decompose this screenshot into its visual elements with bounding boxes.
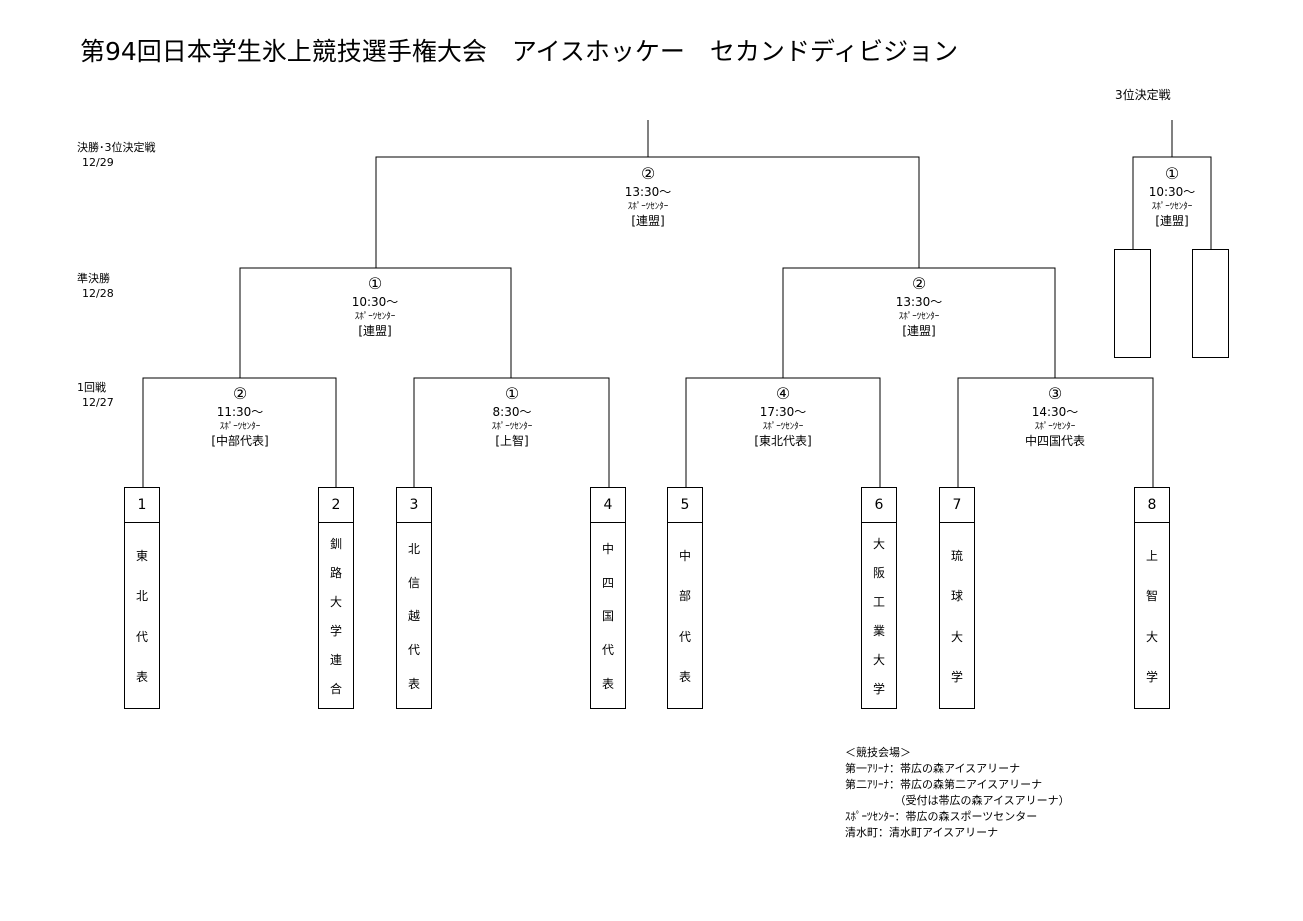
team-name: 大 阪 工 業 大 学 (872, 537, 885, 696)
venue-line: ｽﾎﾟｰﾂｾﾝﾀｰ：帯広の森スポーツセンター (845, 810, 1038, 823)
semi-right-bracket (782, 267, 1056, 378)
match-official: [連盟] (902, 324, 936, 338)
round-date: 12/29 (82, 156, 114, 169)
match-r1-c: ④ 17:30〜 ｽﾎﾟｰﾂｾﾝﾀｰ [東北代表] (703, 384, 863, 450)
venue-line: 清水町：清水町アイスアリーナ (845, 826, 999, 839)
match-number: ④ (775, 384, 791, 403)
r1-d-bracket (957, 377, 1154, 487)
team-box-5: 5 中 部 代 表 (667, 487, 703, 709)
match-semi-right: ② 13:30〜 ｽﾎﾟｰﾂｾﾝﾀｰ [連盟] (839, 274, 999, 340)
match-official: [連盟] (631, 214, 665, 228)
match-time: 13:30〜 (895, 295, 943, 309)
match-official: [中部代表] (211, 434, 269, 448)
match-venue: ｽﾎﾟｰﾂｾﾝﾀｰ (762, 422, 804, 432)
match-third-place: ① 10:30〜 ｽﾎﾟｰﾂｾﾝﾀｰ [連盟] (1092, 164, 1252, 230)
team-box-7: 7 琉 球 大 学 (939, 487, 975, 709)
match-official: [連盟] (358, 324, 392, 338)
match-venue: ｽﾎﾟｰﾂｾﾝﾀｰ (1034, 422, 1076, 432)
round-name: 決勝･3位決定戦 (77, 141, 156, 154)
r1-a-bracket (142, 377, 337, 487)
match-official: [連盟] (1155, 214, 1189, 228)
team-box-4: 4 中 四 国 代 表 (590, 487, 626, 709)
match-venue: ｽﾎﾟｰﾂｾﾝﾀｰ (354, 312, 396, 322)
match-number: ③ (1047, 384, 1063, 403)
match-r1-b: ① 8:30〜 ｽﾎﾟｰﾂｾﾝﾀｰ [上智] (432, 384, 592, 450)
page-title: 第94回日本学生氷上競技選手権大会 アイスホッケー セカンドディビジョン (80, 37, 959, 66)
team-box-6: 6 大 阪 工 業 大 学 (861, 487, 897, 709)
match-time: 11:30〜 (216, 405, 264, 419)
match-time: 14:30〜 (1031, 405, 1079, 419)
match-time: 17:30〜 (759, 405, 807, 419)
match-official: [東北代表] (754, 434, 812, 448)
third-bracket (1132, 156, 1212, 249)
match-venue: ｽﾎﾟｰﾂｾﾝﾀｰ (898, 312, 940, 322)
match-time: 10:30〜 (1148, 185, 1196, 199)
team-seed: 7 (940, 488, 974, 523)
match-time: 8:30〜 (492, 405, 532, 419)
venue-legend: ＜競技会場＞ 第一ｱﾘｰﾅ：帯広の森アイスアリーナ 第二ｱﾘｰﾅ：帯広の森第二ア… (845, 745, 1070, 841)
r1-b-bracket (413, 377, 610, 487)
team-name: 上 智 大 学 (1145, 548, 1158, 685)
team-name: 中 部 代 表 (678, 548, 691, 685)
team-seed: 3 (397, 488, 431, 523)
round-date: 12/27 (82, 396, 114, 409)
team-name: 中 四 国 代 表 (601, 541, 614, 692)
team-box-3: 3 北 信 越 代 表 (396, 487, 432, 709)
match-number: ② (232, 384, 248, 403)
venue-line: 第一ｱﾘｰﾅ：帯広の森アイスアリーナ (845, 762, 1021, 775)
round-date: 12/28 (82, 287, 114, 300)
third-place-slot-right (1192, 249, 1229, 358)
match-official: [上智] (495, 434, 529, 448)
team-box-1: 1 東 北 代 表 (124, 487, 160, 709)
team-seed: 6 (862, 488, 896, 523)
match-number: ① (367, 274, 383, 293)
round-label-first: 1回戦 12/27 (77, 380, 114, 410)
third-place-slot-left (1114, 249, 1151, 358)
team-seed: 4 (591, 488, 625, 523)
match-official: 中四国代表 (1024, 434, 1085, 448)
match-venue: ｽﾎﾟｰﾂｾﾝﾀｰ (627, 202, 669, 212)
team-box-2: 2 釧 路 大 学 連 合 (318, 487, 354, 709)
round-label-semi: 準決勝 12/28 (77, 271, 114, 301)
match-time: 13:30〜 (624, 185, 672, 199)
match-number: ① (1164, 164, 1180, 183)
team-seed: 5 (668, 488, 702, 523)
round-name: 準決勝 (77, 272, 110, 285)
venue-line: 第二ｱﾘｰﾅ：帯広の森第二アイスアリーナ (845, 778, 1043, 791)
round-name: 1回戦 (77, 381, 106, 394)
team-seed: 2 (319, 488, 353, 523)
r1-c-bracket (685, 377, 881, 487)
match-number: ① (504, 384, 520, 403)
round-label-final: 決勝･3位決定戦 12/29 (77, 140, 156, 170)
final-bracket (375, 156, 920, 268)
venue-heading: ＜競技会場＞ (845, 746, 911, 759)
team-seed: 1 (125, 488, 159, 523)
semi-left-bracket (239, 267, 512, 378)
match-r1-a: ② 11:30〜 ｽﾎﾟｰﾂｾﾝﾀｰ [中部代表] (160, 384, 320, 450)
team-name: 琉 球 大 学 (950, 548, 963, 685)
team-seed: 8 (1135, 488, 1169, 523)
team-name: 東 北 代 表 (135, 548, 148, 685)
team-name: 釧 路 大 学 連 合 (329, 537, 342, 696)
match-venue: ｽﾎﾟｰﾂｾﾝﾀｰ (491, 422, 533, 432)
team-name: 北 信 越 代 表 (407, 541, 420, 692)
match-final: ② 13:30〜 ｽﾎﾟｰﾂｾﾝﾀｰ [連盟] (568, 164, 728, 230)
match-number: ② (911, 274, 927, 293)
match-r1-d: ③ 14:30〜 ｽﾎﾟｰﾂｾﾝﾀｰ 中四国代表 (975, 384, 1135, 450)
match-venue: ｽﾎﾟｰﾂｾﾝﾀｰ (1151, 202, 1193, 212)
match-semi-left: ① 10:30〜 ｽﾎﾟｰﾂｾﾝﾀｰ [連盟] (295, 274, 455, 340)
match-number: ② (640, 164, 656, 183)
match-venue: ｽﾎﾟｰﾂｾﾝﾀｰ (219, 422, 261, 432)
team-box-8: 8 上 智 大 学 (1134, 487, 1170, 709)
venue-line: （受付は帯広の森アイスアリーナ） (845, 794, 1070, 807)
third-place-label: 3位決定戦 (1115, 88, 1171, 102)
match-time: 10:30〜 (351, 295, 399, 309)
